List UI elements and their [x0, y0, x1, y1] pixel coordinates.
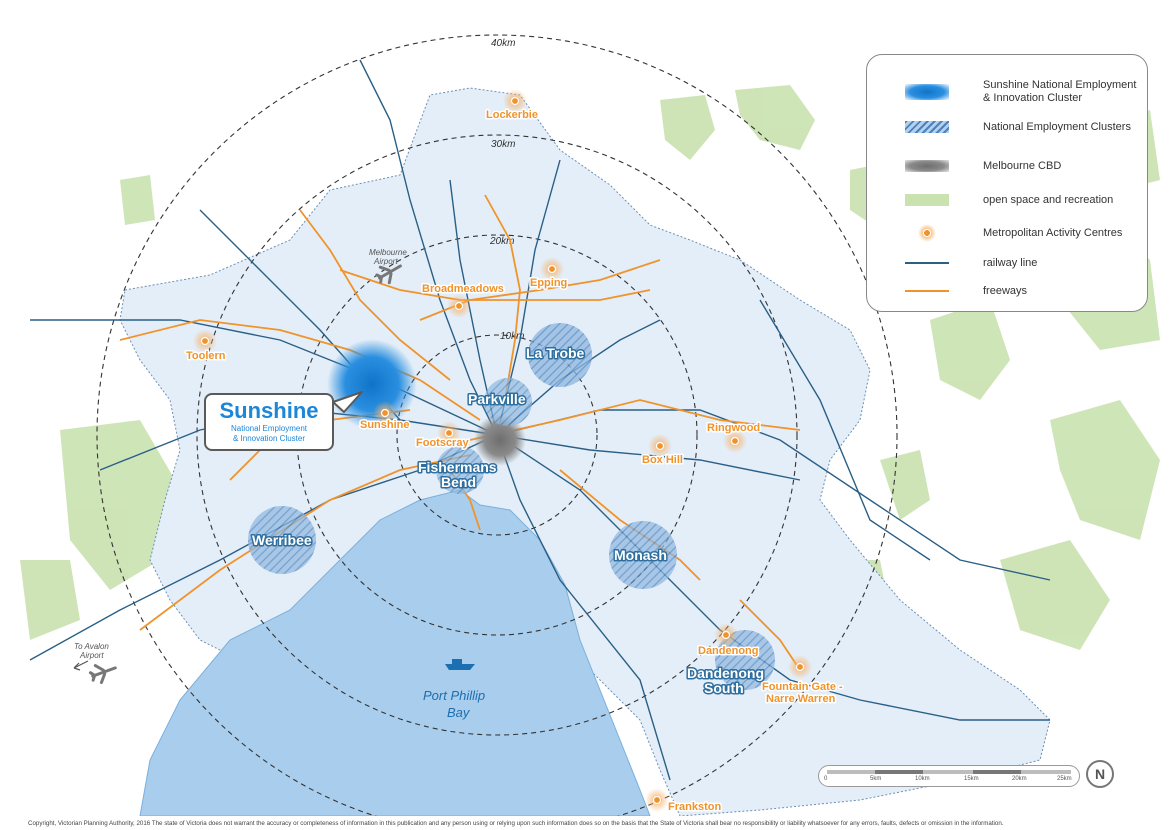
activity-centre-dot [200, 336, 210, 346]
label-fishermans-line1: Fishermans [418, 459, 497, 475]
map-legend: Sunshine National Employment & Innovatio… [866, 54, 1148, 312]
airport-label-line1: Melbourne [369, 248, 407, 257]
callout-title: Sunshine [219, 398, 319, 423]
scale-tick-25: 25km [1057, 776, 1072, 782]
ring-label-30km: 30km [491, 139, 515, 150]
scale-bar-track [827, 770, 1071, 774]
scale-bar: 0 5km 10km 15km 20km 25km [818, 765, 1080, 787]
scale-tick-5: 5km [870, 776, 882, 782]
label-fishermans-line2: Bend [441, 474, 476, 490]
airplane-icon [88, 664, 117, 685]
legend-label-activity-centres: Metropolitan Activity Centres [983, 227, 1123, 239]
label-toolern: Toolern [186, 350, 226, 362]
legend-label-sunshine: Sunshine National Employment & Innovatio… [983, 79, 1137, 104]
north-arrow-icon: N [1086, 760, 1114, 788]
activity-centre-dot [730, 436, 740, 446]
legend-symbol-open-space [905, 194, 949, 206]
bay-label-line1: Port Phillip [423, 688, 485, 703]
label-sunshine: Sunshine [360, 419, 410, 431]
activity-centre-dot [380, 408, 390, 418]
ring-label-40km: 40km [491, 38, 515, 49]
label-werribee: Werribee [252, 532, 312, 548]
label-broadmeadows: Broadmeadows [422, 283, 504, 295]
callout-pointer [332, 391, 363, 413]
legend-item-clusters: National Employment Clusters [867, 117, 1131, 137]
legend-item-open-space: open space and recreation [867, 190, 1113, 210]
label-epping: Epping [530, 277, 567, 289]
legend-label-cbd: Melbourne CBD [983, 160, 1062, 172]
activity-centre-dot [721, 630, 731, 640]
port-phillip-bay [139, 489, 651, 816]
legend-item-activity-centres: Metropolitan Activity Centres [867, 223, 1122, 243]
label-ringwood: Ringwood [707, 422, 760, 434]
label-lockerbie: Lockerbie [486, 109, 538, 121]
label-frankston: Frankston [668, 801, 721, 813]
bay-label-line2: Bay [447, 705, 471, 720]
ring-label-10km: 10km [500, 331, 524, 342]
sunshine-callout: Sunshine National Employment & Innovatio… [204, 393, 334, 451]
activity-centre-dot [454, 301, 464, 311]
label-fountain-gate-line2: Narre Warren [766, 693, 836, 705]
label-la-trobe: La Trobe [526, 345, 585, 361]
ship-icon [445, 659, 475, 670]
scale-tick-0: 0 [824, 776, 828, 782]
avalon-label-line1: To Avalon [74, 642, 109, 651]
label-dandenong-south-line2: South [704, 680, 744, 696]
activity-centre-dot [510, 96, 520, 106]
airplane-icon [375, 264, 402, 285]
legend-item-freeways: freeways [867, 281, 1027, 301]
activity-centre-markers [193, 89, 812, 812]
legend-symbol-railway [905, 262, 949, 264]
label-fountain-gate-line1: Fountain Gate - [762, 681, 843, 693]
legend-item-sunshine: Sunshine National Employment & Innovatio… [867, 77, 1143, 107]
callout-line2: & Innovation Cluster [232, 434, 306, 443]
arrow-icon [73, 660, 89, 671]
label-parkville: Parkville [468, 391, 526, 407]
activity-centre-dot [795, 662, 805, 672]
legend-symbol-activity-centre [918, 224, 936, 242]
activity-centre-dot [652, 795, 662, 805]
urban-area [119, 87, 1051, 816]
label-box-hill: Box Hill [642, 454, 683, 466]
activity-centre-dot [655, 441, 665, 451]
label-dandenong: Dandenong [698, 645, 759, 657]
label-monash: Monash [614, 547, 667, 563]
scale-tick-15: 15km [964, 776, 979, 782]
distance-rings [96, 34, 898, 816]
legend-symbol-clusters [905, 121, 949, 133]
activity-centre-dot [547, 264, 557, 274]
legend-item-cbd: Melbourne CBD [867, 156, 1061, 176]
legend-label-open-space: open space and recreation [983, 194, 1114, 206]
melbourne-cbd-area [474, 414, 526, 466]
ring-label-20km: 20km [489, 236, 514, 247]
callout-line1: National Employment [230, 424, 308, 433]
scale-tick-10: 10km [915, 776, 930, 782]
label-dandenong-south-line1: Dandenong [687, 665, 764, 681]
sunshine-cluster-area [327, 339, 417, 429]
airport-label-line2: Airport [373, 257, 398, 266]
legend-label-clusters: National Employment Clusters [983, 121, 1131, 133]
avalon-label-line2: Airport [79, 651, 104, 660]
legend-item-railway: railway line [867, 253, 1037, 273]
legend-symbol-sunshine [905, 84, 949, 100]
legend-symbol-cbd [905, 160, 949, 172]
label-footscray: Footscray [416, 437, 469, 449]
activity-centre-dot [444, 428, 454, 438]
legend-label-freeways: freeways [983, 285, 1028, 297]
legend-symbol-freeway [905, 290, 949, 292]
scale-tick-20: 20km [1012, 776, 1027, 782]
legend-label-railway: railway line [983, 257, 1038, 269]
copyright-notice: Copyright, Victorian Planning Authority,… [28, 820, 1004, 827]
